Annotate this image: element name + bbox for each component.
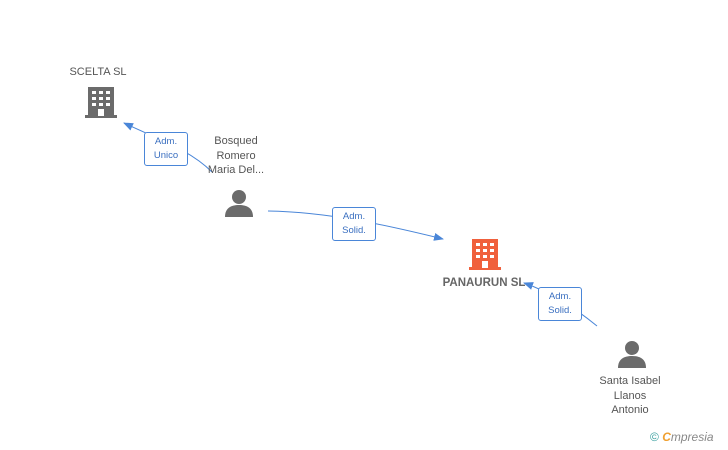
edge-label-adm-unico[interactable]: Adm. Unico (144, 132, 188, 166)
building-icon[interactable] (469, 237, 501, 271)
company-label-panaurun[interactable]: PANAURUN SL (442, 277, 526, 289)
copyright-icon: © (650, 430, 659, 444)
person-icon[interactable] (224, 189, 254, 217)
person-label-bosqued[interactable]: Bosqued Romero Maria Del... (207, 135, 265, 176)
brand-logo-initial: C (662, 430, 671, 444)
edge-label-adm-solid[interactable]: Adm. Solid. (332, 207, 376, 241)
person-icon[interactable] (617, 340, 647, 368)
edge-label-adm-solid[interactable]: Adm. Solid. (538, 287, 582, 321)
person-label-santa-isabel[interactable]: Santa Isabel Llanos Antonio (599, 375, 661, 416)
building-icon[interactable] (85, 85, 117, 119)
brand-watermark: © Cmpresia (650, 430, 714, 444)
brand-logo-text: mpresia (670, 430, 714, 444)
company-label-scelta[interactable]: SCELTA SL (69, 66, 127, 78)
